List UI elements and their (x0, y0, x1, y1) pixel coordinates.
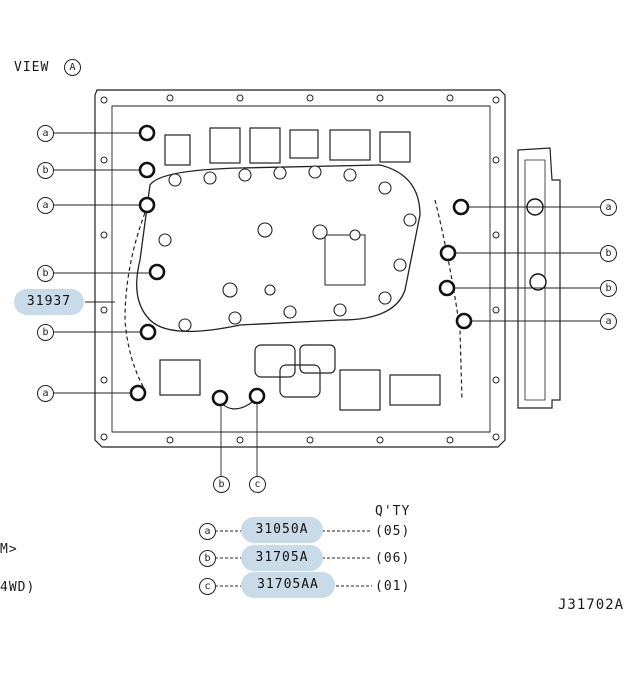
diagram-id: J31702A (558, 597, 624, 613)
callout-letter: a (42, 200, 49, 211)
callout-letter: a (605, 202, 612, 213)
part-31705A[interactable]: 31705A (241, 545, 323, 571)
callout-a-left-2: a (37, 197, 54, 214)
callout-letter: a (605, 316, 612, 327)
qty-value: (01) (375, 579, 411, 594)
callout-letter: b (42, 268, 49, 279)
legend-letter: b (204, 553, 211, 564)
view-text: VIEW (14, 60, 50, 75)
seal-a-5 (455, 312, 473, 330)
seal-b-1 (138, 161, 156, 179)
side-block (517, 147, 561, 409)
harness-right (434, 199, 463, 401)
callout-b-left-2: b (37, 265, 54, 282)
separator-plate (136, 164, 421, 333)
side-fragment-2: 4WD) (0, 580, 35, 595)
legend-letter-c: c (199, 578, 216, 595)
callout-b-right-2: b (600, 280, 617, 297)
seal-b-6 (438, 279, 456, 297)
callout-letter: b (605, 248, 612, 259)
part-number: 31705AA (257, 577, 319, 592)
side-fragment-1: M> (0, 542, 18, 557)
qty-value: (05) (375, 524, 411, 539)
callout-letter: b (42, 327, 49, 338)
seal-a-1 (138, 124, 156, 142)
qty-header: Q'TY (375, 504, 410, 519)
legend-letter-a: a (199, 523, 216, 540)
seal-b-2 (148, 263, 166, 281)
housing-outline (94, 89, 506, 448)
callout-b-right-1: b (600, 245, 617, 262)
seal-b-3 (139, 323, 157, 341)
qty-b: (06) (375, 551, 410, 566)
view-label: VIEW (14, 60, 49, 75)
qty-a: (05) (375, 524, 410, 539)
view-letter: A (69, 62, 76, 73)
fragment-text: 4WD) (0, 580, 36, 595)
solenoid-1 (254, 344, 296, 378)
callout-letter: a (42, 388, 49, 399)
qty-c: (01) (375, 579, 410, 594)
seal-b-5 (439, 244, 457, 262)
seal-a-3 (129, 384, 147, 402)
callout-letter: b (605, 283, 612, 294)
part-number: 31050A (255, 522, 309, 537)
legend-letter-b: b (199, 550, 216, 567)
housing-inner (111, 105, 491, 433)
part-31705AA[interactable]: 31705AA (241, 572, 335, 598)
callout-a-right-1: a (600, 199, 617, 216)
seal-c-1 (248, 387, 266, 405)
seal-a-2 (138, 196, 156, 214)
legend-letter: c (204, 581, 211, 592)
seal-b-4 (211, 389, 229, 407)
seal-a-4 (452, 198, 470, 216)
callout-a-left-3: a (37, 385, 54, 402)
callout-b-left-1: b (37, 162, 54, 179)
solenoid-3 (299, 344, 336, 374)
qty-value: (06) (375, 551, 411, 566)
callout-a-left-1: a (37, 125, 54, 142)
callout-b-bottom: b (213, 476, 230, 493)
part-number: 31937 (26, 294, 72, 309)
callout-b-left-3: b (37, 324, 54, 341)
part-number: 31705A (255, 550, 309, 565)
callout-letter: c (254, 479, 261, 490)
qty-header-text: Q'TY (375, 504, 411, 519)
view-letter-circle: A (64, 59, 81, 76)
callout-c-bottom: c (249, 476, 266, 493)
part-callout-31937[interactable]: 31937 (14, 289, 84, 315)
callout-letter: b (218, 479, 225, 490)
part-31050A[interactable]: 31050A (241, 517, 323, 543)
callout-letter: a (42, 128, 49, 139)
callout-letter: b (42, 165, 49, 176)
diagram-id-text: J31702A (558, 597, 625, 613)
legend-letter: a (204, 526, 211, 537)
callout-a-right-2: a (600, 313, 617, 330)
fragment-text: M> (0, 542, 18, 557)
